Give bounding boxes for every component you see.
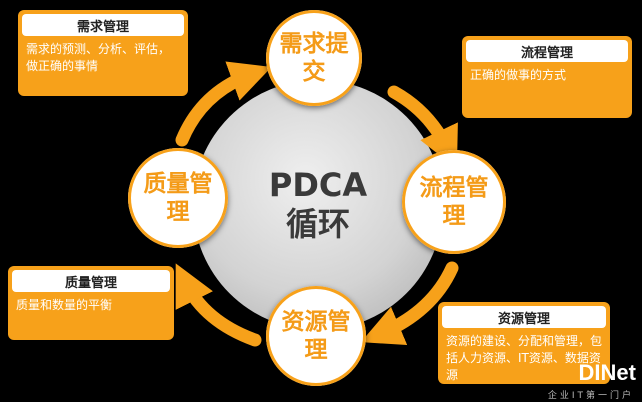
node-resource-management: 资源管理 bbox=[266, 286, 366, 386]
arrow-quality-to-demand bbox=[175, 61, 272, 147]
center-label: PDCA 循环 bbox=[248, 166, 388, 244]
watermark-logo: DINet 企业IT第一门户 bbox=[520, 360, 638, 401]
box-quality-management-title: 质量管理 bbox=[12, 270, 170, 292]
watermark-tagline: 企业IT第一门户 bbox=[547, 391, 634, 401]
box-demand-management-text: 需求的预测、分析、评估，做正确的事情 bbox=[26, 42, 171, 73]
box-process-management-title: 流程管理 bbox=[466, 40, 628, 62]
box-resource-management-title: 资源管理 bbox=[442, 306, 606, 328]
arrow-process-to-resource bbox=[360, 261, 459, 346]
arrow-resource-to-quality bbox=[175, 263, 262, 347]
box-demand-management: 需求管理 需求的预测、分析、评估，做正确的事情 bbox=[18, 10, 188, 96]
box-quality-management: 质量管理 质量和数量的平衡 bbox=[8, 266, 174, 340]
center-circle bbox=[193, 80, 443, 330]
box-resource-management-text: 资源的建设、分配和管理，包括人力资源、IT资源、数据资源 bbox=[446, 334, 603, 382]
center-label-pdca: PDCA bbox=[268, 166, 368, 204]
node-process-management: 流程管理 bbox=[402, 150, 506, 254]
node-demand-submit-label: 需求提交 bbox=[279, 31, 349, 85]
node-quality-management-label: 质量管理 bbox=[143, 171, 213, 225]
node-resource-management-label: 资源管理 bbox=[281, 309, 351, 363]
box-quality-management-text: 质量和数量的平衡 bbox=[16, 298, 113, 312]
box-process-management-text: 正确的做事的方式 bbox=[470, 68, 567, 82]
node-process-management-label: 流程管理 bbox=[419, 175, 489, 229]
arrow-demand-to-process bbox=[387, 85, 458, 169]
box-process-management: 流程管理 正确的做事的方式 bbox=[462, 36, 632, 118]
watermark-brand: DINet bbox=[578, 360, 636, 385]
box-demand-management-title: 需求管理 bbox=[22, 14, 184, 36]
center-label-cycle: 循环 bbox=[285, 205, 350, 243]
node-quality-management: 质量管理 bbox=[128, 148, 228, 248]
node-demand-submit: 需求提交 bbox=[266, 10, 362, 106]
box-resource-management: 资源管理 资源的建设、分配和管理，包括人力资源、IT资源、数据资源 bbox=[438, 302, 610, 384]
